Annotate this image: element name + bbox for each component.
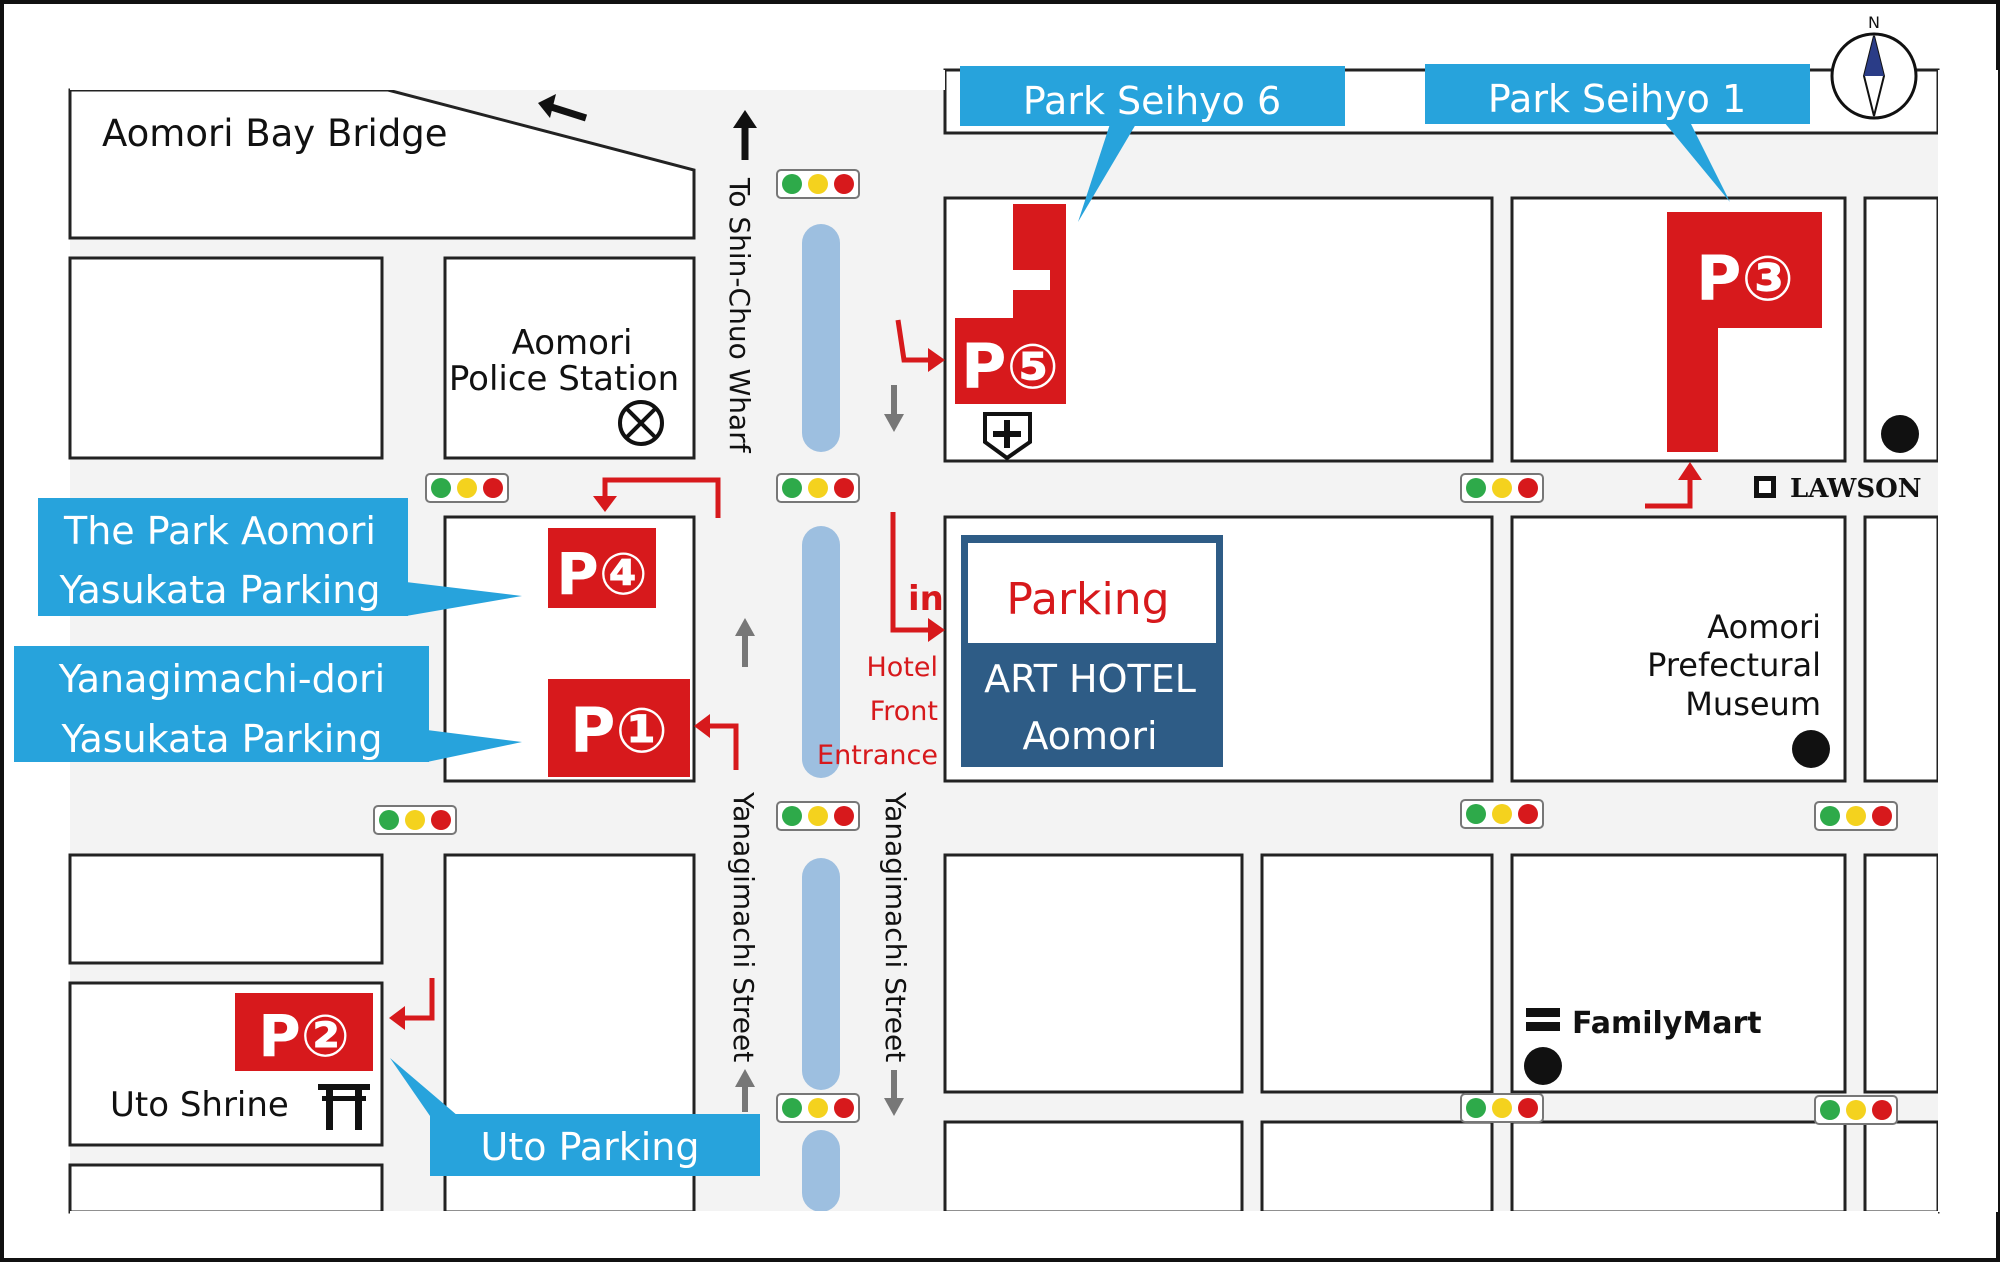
torii-icon: [318, 1084, 370, 1130]
traffic-direction-arrows: [735, 385, 904, 1116]
traffic-light-icon: [1814, 801, 1898, 831]
art-hotel[interactable]: Parking ART HOTEL Aomori: [961, 535, 1223, 767]
p5-label: P⑤: [961, 330, 1059, 403]
police-label-line2: Police Station: [449, 359, 679, 399]
arrow-icon: [895, 319, 928, 363]
callout-uto-label: Uto Parking: [481, 1125, 700, 1169]
hotel-in-label: in: [908, 579, 944, 619]
store-marker-icon: [1881, 415, 1919, 453]
callout-seihyo1[interactable]: Park Seihyo 1: [1425, 64, 1810, 202]
parking-lot-p1[interactable]: P①: [548, 679, 690, 777]
traffic-light-icon: [776, 473, 860, 503]
compass-north-label: N: [1868, 13, 1880, 32]
arrow-icon: [1645, 478, 1693, 509]
callout-park-aomori-line2: Yasukata Parking: [59, 568, 381, 612]
traffic-light-icon: [1460, 1093, 1544, 1123]
callout-seihyo1-label: Park Seihyo 1: [1488, 77, 1746, 121]
traffic-light-icon: [373, 805, 457, 835]
entrance-line1: Hotel: [866, 652, 938, 683]
callout-seihyo6[interactable]: Park Seihyo 6: [960, 66, 1345, 222]
hotel-name-line2: Aomori: [1022, 714, 1157, 758]
p3-label: P③: [1696, 242, 1794, 315]
median-strips: [802, 224, 840, 1212]
yanagimachi-street-right-label: Yanagimachi Street: [879, 791, 912, 1062]
bay-bridge-label: Aomori Bay Bridge: [102, 112, 448, 155]
parking-access-arrows: [405, 319, 1693, 1021]
hotel-name-line1: ART HOTEL: [984, 657, 1196, 701]
callout-seihyo6-label: Park Seihyo 6: [1023, 79, 1281, 123]
p2-label: P②: [258, 1002, 350, 1070]
hotel-entrance: in Hotel Front Entrance: [817, 512, 945, 771]
police-label-line1: Aomori: [512, 323, 633, 363]
traffic-light-icon: [776, 801, 860, 831]
compass-icon: N: [1830, 13, 1918, 120]
lawson-label: LAWSON: [1790, 474, 1922, 504]
callout-uto[interactable]: Uto Parking: [390, 1058, 760, 1176]
familymart-logo-icon: FamilyMart: [1526, 1006, 1762, 1041]
parking-lot-p3[interactable]: P③: [1667, 212, 1822, 452]
arrow-icon: [602, 477, 721, 518]
wharf-street-label: To Shin-Chuo Wharf: [723, 177, 756, 454]
lawson-logo-icon: LAWSON: [1754, 474, 1922, 504]
shrine-label: Uto Shrine: [110, 1085, 289, 1125]
store-marker-icon: [1792, 730, 1830, 768]
hotel-parking-label: Parking: [1006, 574, 1169, 625]
traffic-lights: [373, 169, 1898, 1125]
traffic-light-icon: [776, 1093, 860, 1123]
callout-yanagimachi[interactable]: Yanagimachi-dori Yasukata Parking: [14, 646, 522, 762]
traffic-light-icon: [776, 169, 860, 199]
callout-yanagimachi-line1: Yanagimachi-dori: [58, 657, 385, 701]
p4-label: P④: [556, 540, 648, 608]
entrance-line3: Entrance: [817, 740, 938, 771]
arrow-icon: [405, 978, 435, 1021]
hospital-icon: [983, 412, 1032, 461]
museum-label-line3: Museum: [1685, 685, 1821, 723]
yanagimachi-street-left-label: Yanagimachi Street: [727, 791, 760, 1062]
arrow-heads: [389, 348, 1702, 1030]
parking-lot-p4[interactable]: P④: [548, 528, 656, 608]
parking-lot-p2[interactable]: P②: [235, 993, 373, 1071]
police-icon: [618, 400, 664, 446]
callout-park-aomori[interactable]: The Park Aomori Yasukata Parking: [38, 498, 522, 616]
parking-lot-p5[interactable]: P⑤: [955, 204, 1066, 404]
store-marker-icon: [1524, 1047, 1562, 1085]
museum-label-line1: Aomori: [1707, 608, 1821, 646]
traffic-light-icon: [1460, 473, 1544, 503]
traffic-light-icon: [1814, 1095, 1898, 1125]
arrow-icon: [710, 723, 739, 770]
store-markers: [1524, 415, 1919, 1085]
museum-label-line2: Prefectural: [1647, 646, 1821, 684]
p1-label: P①: [570, 694, 668, 767]
traffic-light-icon: [425, 473, 509, 503]
callout-yanagimachi-line2: Yasukata Parking: [61, 717, 383, 761]
familymart-label: FamilyMart: [1572, 1006, 1762, 1041]
callout-park-aomori-line1: The Park Aomori: [63, 509, 376, 553]
entrance-line2: Front: [870, 696, 938, 727]
arrow-icon: [538, 94, 757, 160]
traffic-light-icon: [1460, 799, 1544, 829]
